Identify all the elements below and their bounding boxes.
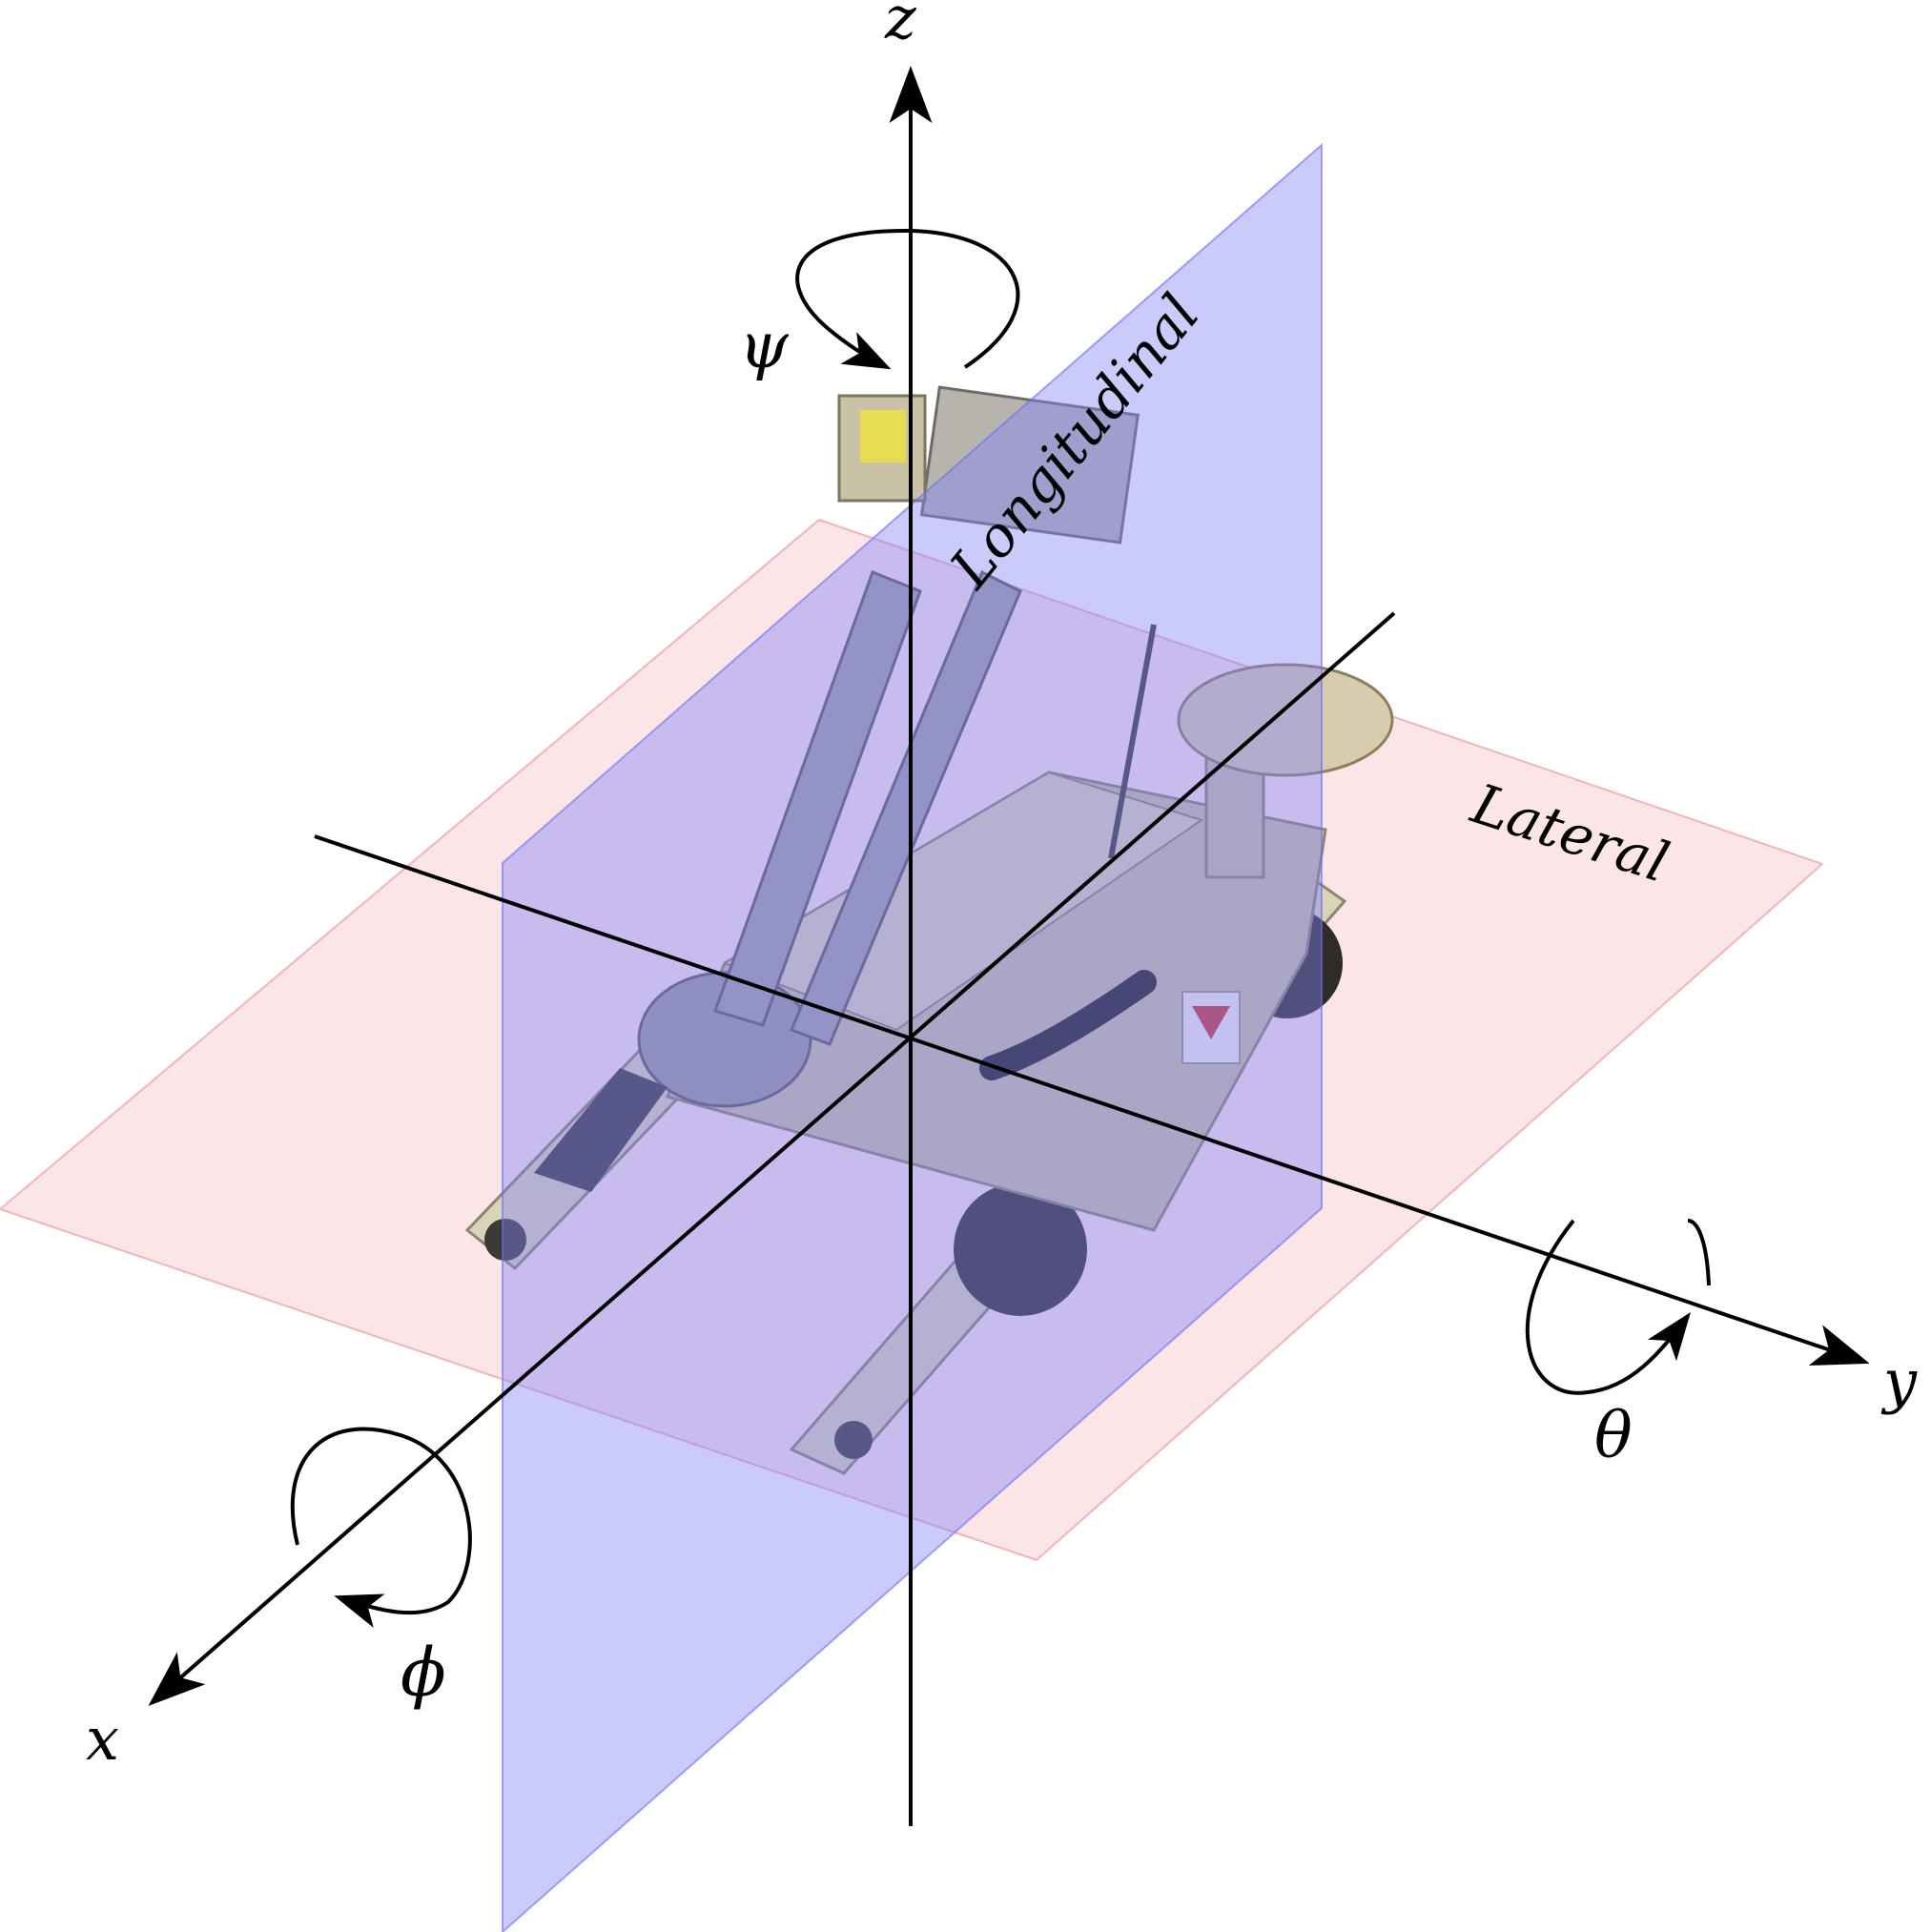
pitch-label: θ <box>1594 1399 1633 1472</box>
y-axis-label: y <box>1880 1346 1918 1416</box>
robot-right-track-idler <box>834 1421 873 1459</box>
robot-image <box>464 385 1394 1475</box>
roll-arrow <box>290 1427 472 1629</box>
robot-left-track-wheel <box>484 1219 526 1261</box>
z-axis-label: z <box>884 0 916 52</box>
pitch-arrow <box>1525 1219 1709 1395</box>
robot-arm-upper <box>790 569 1022 1046</box>
robot-right-wheel-front <box>954 1182 1087 1316</box>
roll-label: ϕ <box>401 1634 446 1712</box>
yaw-arrow <box>795 228 1020 370</box>
robot-gps-dish <box>1177 663 1394 777</box>
y-axis <box>314 834 1870 1366</box>
robot-camera-head <box>919 385 1140 545</box>
x-axis <box>148 611 1396 1706</box>
x-axis-label: x <box>86 1704 119 1774</box>
robot-antenna <box>1108 624 1157 859</box>
robot-handle <box>979 970 1157 1080</box>
yaw-label: ψ <box>739 309 790 382</box>
robot-gripper <box>534 1068 668 1192</box>
robot-logo <box>1192 1006 1230 1039</box>
rotation-arrows <box>290 228 1709 1629</box>
robot-arm-lower <box>713 570 922 1027</box>
robot-caution-label <box>860 410 906 462</box>
axes <box>148 66 1870 1826</box>
